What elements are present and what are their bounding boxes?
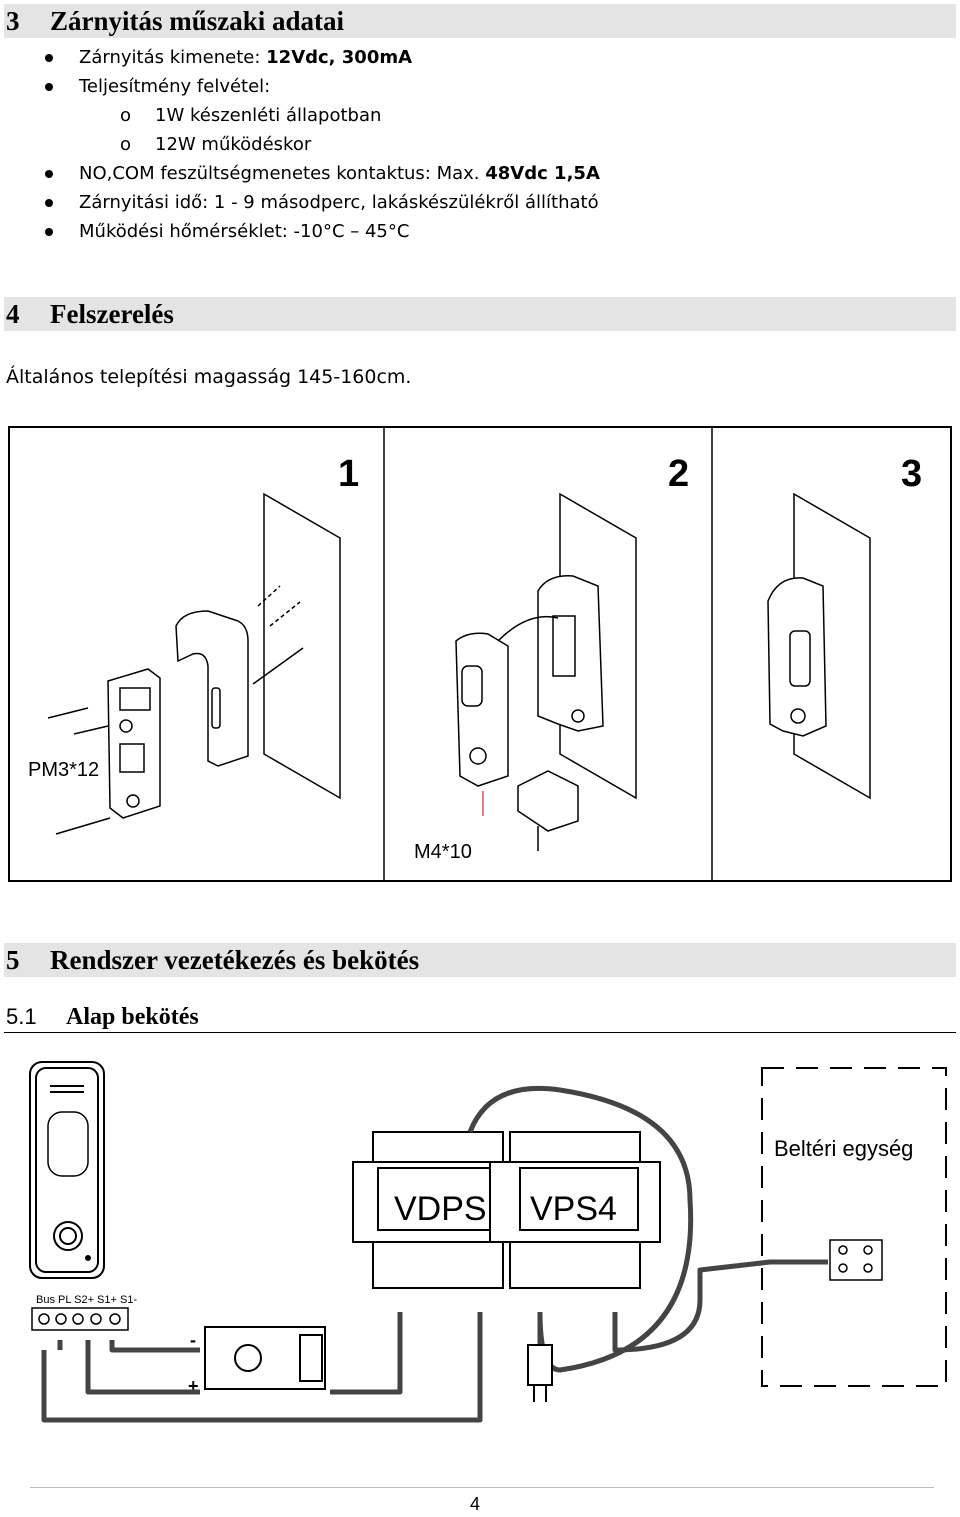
indoor-unit-box bbox=[761, 1067, 947, 1387]
lock-plus: + bbox=[188, 1376, 199, 1396]
screw-label-1: PM3*12 bbox=[28, 759, 99, 781]
installation-figure: 1 2 3 PM3*12 M4*10 bbox=[8, 426, 952, 882]
terminal-labels: Bus PL S2+ S1+ S1- bbox=[36, 1294, 137, 1306]
section-number: 5 bbox=[6, 945, 20, 975]
section-4-heading: 4 Felszerelés bbox=[4, 297, 956, 331]
sub-item: 1W készenléti állapotban bbox=[155, 105, 382, 126]
section-title: Rendszer vezetékezés és bekötés bbox=[50, 945, 420, 975]
indoor-unit-label: Beltéri egység bbox=[774, 1136, 913, 1161]
power-plug-icon bbox=[527, 1344, 553, 1402]
section-title: Zárnyitás műszaki adatai bbox=[50, 6, 345, 36]
spec-item: Zárnyitás kimenete: 12Vdc, 300mA bbox=[79, 47, 412, 69]
bullet-icon bbox=[45, 170, 53, 178]
spec-item: NO,COM feszültségmenetes kontaktus: Max.… bbox=[79, 163, 600, 185]
subsection-heading: 5.1 Alap bekötés bbox=[4, 1004, 956, 1033]
subsection-title: Alap bekötés bbox=[66, 1004, 199, 1030]
electric-lock bbox=[204, 1326, 326, 1390]
panel-number-2: 2 bbox=[668, 453, 689, 495]
spec-text: Teljesítmény felvétel: bbox=[79, 76, 271, 97]
screw-label-2: M4*10 bbox=[414, 841, 472, 863]
spec-text: Zárnyitás kimenete: bbox=[79, 47, 267, 68]
install-height-text: Általános telepítési magasság 145-160cm. bbox=[6, 366, 412, 388]
section-title: Felszerelés bbox=[50, 299, 174, 329]
section-number: 4 bbox=[6, 299, 20, 329]
spec-item: Teljesítmény felvétel: bbox=[79, 76, 270, 98]
vps4-unit bbox=[489, 1131, 661, 1289]
bullet-icon bbox=[45, 228, 53, 236]
section-3-heading: 3 Zárnyitás műszaki adatai bbox=[4, 4, 956, 38]
page-number: 4 bbox=[470, 1494, 481, 1514]
outdoor-unit bbox=[29, 1061, 105, 1279]
bullet-icon bbox=[45, 83, 53, 91]
panel-2-drawing bbox=[455, 492, 637, 851]
panel-number-3: 3 bbox=[901, 453, 922, 495]
section-5-heading: 5 Rendszer vezetékezés és bekötés bbox=[4, 943, 956, 977]
lock-minus: - bbox=[190, 1330, 196, 1350]
spec-value: 48Vdc 1,5A bbox=[485, 163, 600, 184]
footer-divider bbox=[30, 1487, 934, 1488]
wires bbox=[41, 1085, 828, 1423]
spec-value: 12Vdc, 300mA bbox=[266, 47, 413, 68]
subsection-number: 5.1 bbox=[6, 1004, 37, 1029]
vps4-label: VPS4 bbox=[530, 1190, 617, 1228]
terminal-block bbox=[31, 1307, 129, 1331]
wiring-diagram: Bus PL S2+ S1+ S1- - + VDPS VPS4 Beltéri… bbox=[29, 1061, 947, 1423]
sub-item: 12W működéskor bbox=[155, 134, 312, 155]
panel-number-1: 1 bbox=[338, 453, 359, 495]
spec-item: Zárnyitási idő: 1 - 9 másodperc, lakáské… bbox=[79, 192, 599, 213]
indoor-terminal bbox=[829, 1239, 883, 1281]
vdps-label: VDPS bbox=[394, 1190, 487, 1228]
panel-3-drawing bbox=[767, 492, 871, 800]
sub-marker: o bbox=[120, 134, 132, 155]
panel-1-drawing bbox=[47, 492, 341, 835]
spec-text: NO,COM feszültségmenetes kontaktus: Max. bbox=[79, 163, 486, 184]
spec-item: Működési hőmérséklet: -10°C – 45°C bbox=[79, 221, 410, 242]
bullet-icon bbox=[45, 54, 53, 62]
bullet-icon bbox=[45, 199, 53, 207]
sub-marker: o bbox=[120, 105, 132, 126]
section-number: 3 bbox=[6, 6, 20, 36]
